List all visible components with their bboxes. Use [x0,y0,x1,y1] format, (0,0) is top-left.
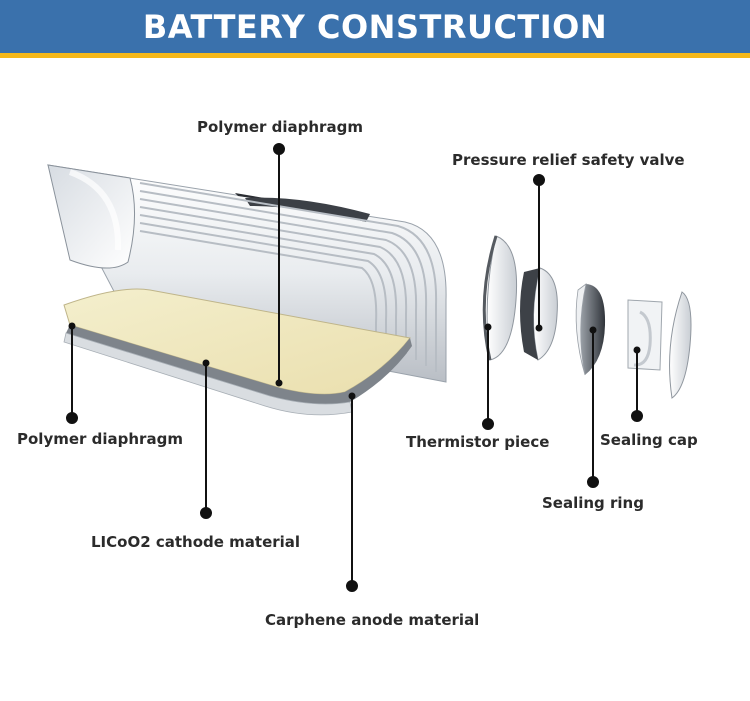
label-pressure-relief-valve: Pressure relief safety valve [452,151,685,169]
page-title: BATTERY CONSTRUCTION [142,7,608,46]
header-bar: BATTERY CONSTRUCTION [0,0,750,53]
pointer-lines [66,143,643,592]
thermistor-piece-illustration [482,235,518,361]
label-anode-material: Carphene anode material [265,611,480,629]
battery-cell-illustration [47,164,447,416]
label-thermistor-piece: Thermistor piece [406,433,550,451]
label-sealing-cap: Sealing cap [600,431,698,449]
label-polymer-diaphragm-top: Polymer diaphragm [197,118,363,136]
winding-layers [139,182,438,372]
battery-end-cap [47,164,135,269]
label-cathode-material: LICoO2 cathode material [91,533,301,551]
label-polymer-diaphragm-left: Polymer diaphragm [17,430,183,448]
label-sealing-ring: Sealing ring [542,494,644,512]
header-accent-stripe [0,53,750,58]
battery-diagram [47,143,692,592]
